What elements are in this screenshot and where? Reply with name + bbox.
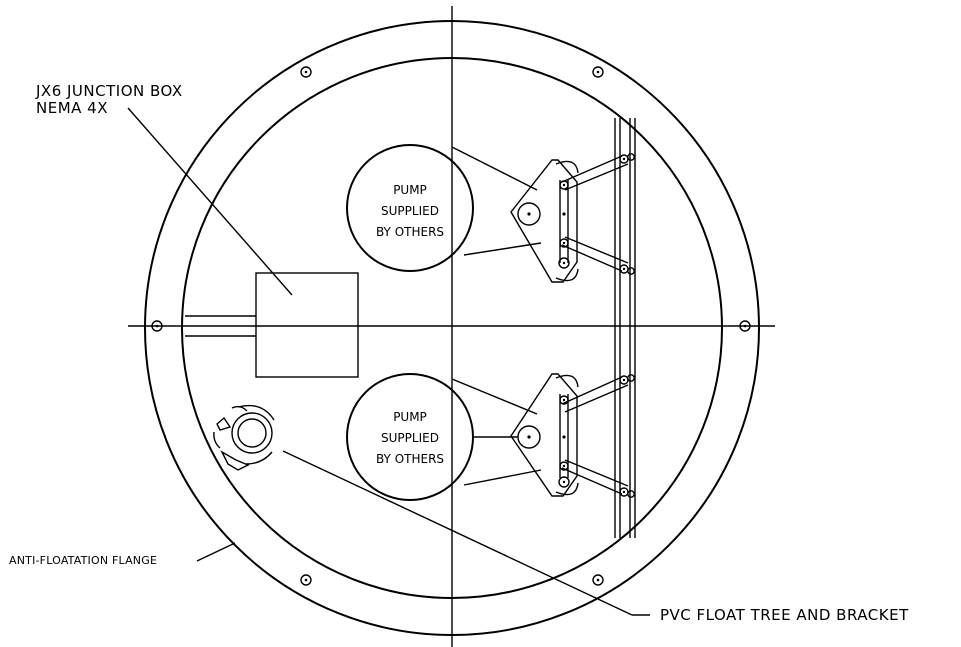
pvc-float-tree [213,404,275,471]
pump-top-label: PUMP SUPPLIED BY OTHERS [375,183,445,239]
pump-bottom-label: PUMP SUPPLIED BY OTHERS [375,410,445,466]
float-tree-leader [282,450,633,616]
guide-rails [614,118,636,538]
pump-top-discharge-bracket [451,146,635,283]
float-tree-label: PVC FLOAT TREE AND BRACKET [660,606,909,624]
pump-top [346,144,474,272]
junction-box-leader [127,107,293,296]
conduit [185,315,256,337]
junction-box [255,272,359,378]
flange-label: ANTI-FLOATATION FLANGE [9,554,158,567]
junction-box-label-line1: JX6 JUNCTION BOX [36,82,183,100]
flange-leader [196,542,236,562]
pump-bottom-discharge-bracket [451,373,635,498]
flange-bolt-holes [151,66,751,586]
junction-box-label-line2: NEMA 4X [36,99,108,117]
